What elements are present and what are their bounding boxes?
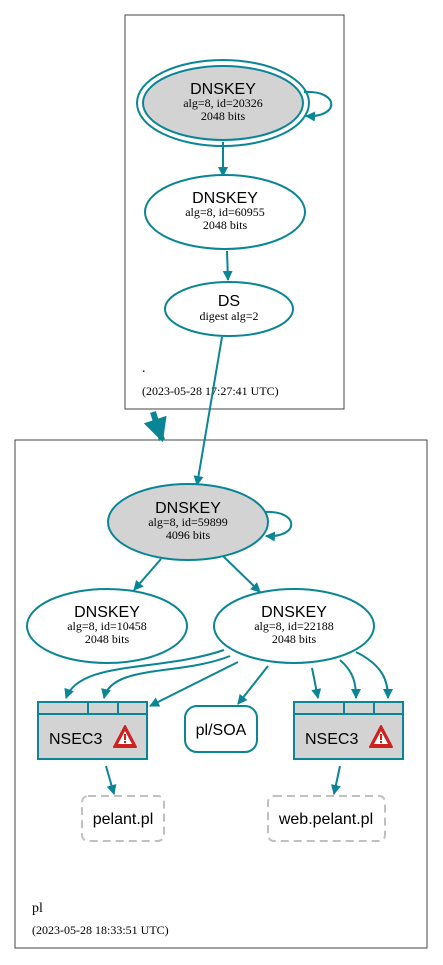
node-root-ksk[interactable]: DNSKEY alg=8, id=20326 2048 bits — [136, 59, 310, 147]
edge-nsec3-left-to-pelant — [105, 765, 117, 795]
zone-pl-timestamp: (2023-05-28 18:33:51 UTC) — [32, 923, 169, 937]
node-pl-ksk-title: DNSKEY — [155, 500, 221, 517]
edge-zsk2-to-nsec3-left-a — [64, 649, 225, 699]
node-pl-ksk-line1: alg=8, id=59899 — [148, 515, 228, 529]
zone-pl-label: pl — [32, 901, 43, 916]
edge-root-ksk-self — [303, 90, 333, 122]
zone-root-label: . — [142, 361, 146, 376]
node-pl-zsk2-line1: alg=8, id=22188 — [254, 619, 334, 633]
edge-nsec3-right-to-web-pelant — [330, 765, 341, 795]
edge-pl-ksk-to-zsk1 — [133, 558, 162, 591]
node-web-pelant-title: web.pelant.pl — [278, 811, 373, 828]
edge-zsk2-to-soa — [237, 665, 269, 705]
edge-root-zsk-to-ds — [222, 250, 233, 281]
node-pelant-title: pelant.pl — [93, 811, 154, 828]
node-root-ksk-line2: 2048 bits — [201, 109, 246, 123]
node-pl-soa[interactable]: pl/SOA — [184, 705, 258, 753]
node-pelant[interactable]: pelant.pl — [81, 795, 165, 842]
edge-zsk2-to-nsec3-right-a — [311, 667, 322, 699]
node-pl-soa-title: pl/SOA — [196, 722, 247, 739]
node-pl-zsk2[interactable]: DNSKEY alg=8, id=22188 2048 bits — [213, 588, 375, 664]
node-root-zsk[interactable]: DNSKEY alg=8, id=60955 2048 bits — [144, 174, 306, 250]
edge-zsk2-to-nsec3-left-b — [101, 655, 231, 699]
node-root-ds[interactable]: DS digest alg=2 — [164, 281, 294, 337]
node-nsec3-left-title: NSEC3 — [49, 731, 102, 748]
node-pl-zsk1-line1: alg=8, id=10458 — [67, 619, 147, 633]
node-root-zsk-line2: 2048 bits — [203, 218, 248, 232]
node-root-ds-title: DS — [218, 293, 240, 310]
warning-icon — [113, 725, 137, 748]
node-nsec3-right[interactable]: NSEC3 — [293, 701, 404, 760]
node-pl-zsk1-title: DNSKEY — [74, 604, 140, 621]
node-pl-zsk1[interactable]: DNSKEY alg=8, id=10458 2048 bits — [26, 588, 188, 664]
edge-root-ds-to-pl-ksk — [193, 336, 223, 486]
node-root-ksk-line1: alg=8, id=20326 — [183, 96, 263, 110]
delegation-edge — [143, 411, 167, 443]
node-web-pelant[interactable]: web.pelant.pl — [267, 795, 386, 842]
node-pl-ksk[interactable]: DNSKEY alg=8, id=59899 4096 bits — [107, 483, 269, 561]
node-pl-zsk2-title: DNSKEY — [261, 604, 327, 621]
node-root-ds-line1: digest alg=2 — [199, 309, 258, 323]
node-root-ksk-title: DNSKEY — [190, 81, 256, 98]
node-pl-ksk-line2: 4096 bits — [166, 528, 211, 542]
node-pl-zsk2-line2: 2048 bits — [272, 632, 317, 646]
zone-root-timestamp: (2023-05-28 17:27:41 UTC) — [142, 384, 279, 398]
edge-pl-ksk-self — [263, 510, 293, 542]
node-nsec3-right-title: NSEC3 — [305, 731, 358, 748]
edge-zsk2-to-nsec3-left-c — [149, 661, 239, 707]
edge-zsk2-to-nsec3-right-b — [339, 659, 361, 699]
node-root-zsk-line1: alg=8, id=60955 — [185, 205, 265, 219]
warning-icon — [369, 725, 393, 748]
node-nsec3-left[interactable]: NSEC3 — [37, 701, 148, 760]
node-pl-zsk1-line2: 2048 bits — [85, 632, 130, 646]
edge-zsk2-to-nsec3-right-c — [355, 651, 393, 699]
node-root-zsk-title: DNSKEY — [192, 190, 258, 207]
edge-pl-ksk-to-zsk2 — [222, 555, 261, 593]
